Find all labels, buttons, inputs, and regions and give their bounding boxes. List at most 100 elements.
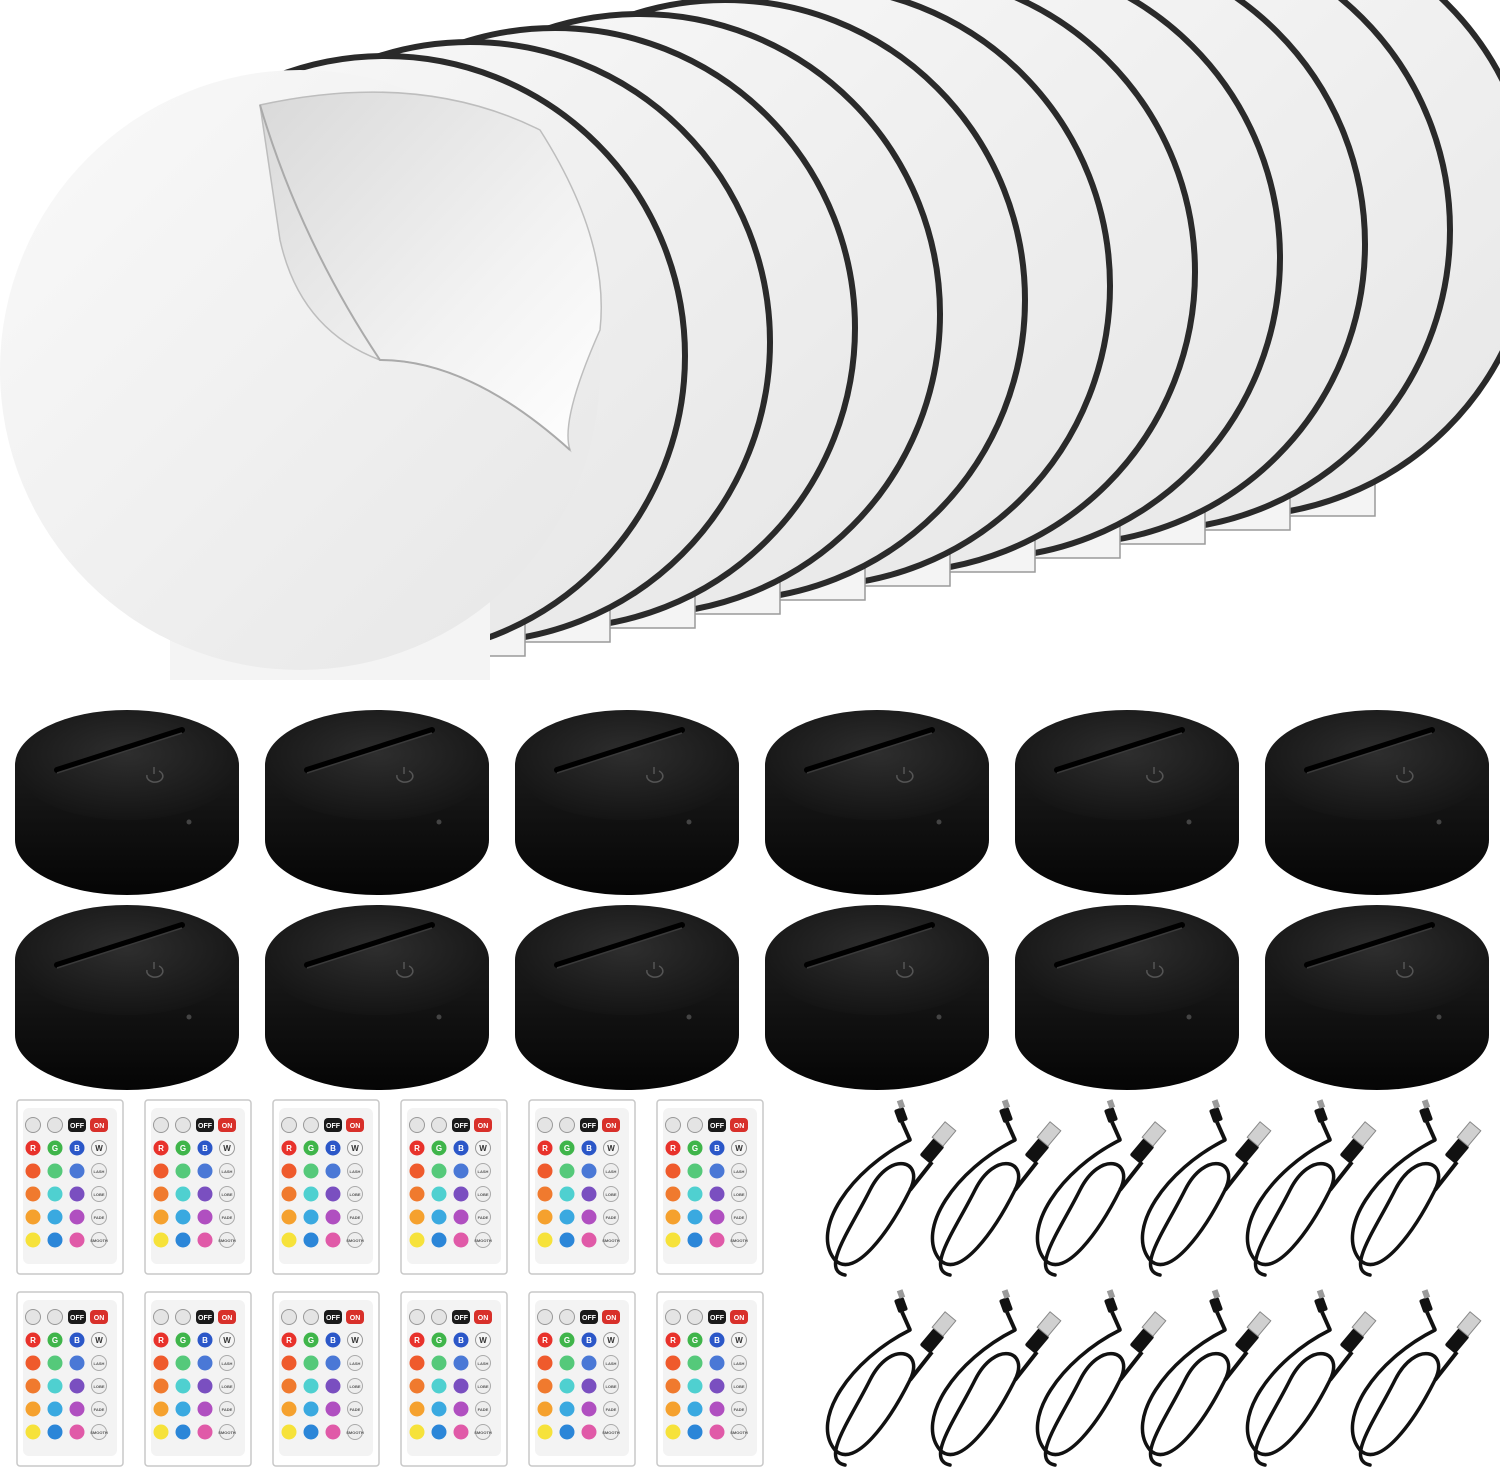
remote-side-label: LOBE: [477, 1192, 488, 1197]
acrylic-disc-peel-film: [259, 91, 602, 453]
remote-side-label: LOBE: [605, 1384, 616, 1389]
remote-w-label: W: [351, 1336, 359, 1345]
remote-g-label: G: [564, 1336, 570, 1345]
remote-side-label: LASH: [606, 1169, 617, 1174]
led-base: [265, 905, 489, 1090]
remote-side-label: LOBE: [221, 1192, 232, 1197]
remote-side-label: FADE: [222, 1215, 233, 1220]
power-icon: [1146, 962, 1164, 978]
remote-g-label: G: [52, 1336, 58, 1345]
remote-off-label: OFF: [582, 1123, 597, 1130]
remote-side-label: LASH: [222, 1361, 233, 1366]
remote-side-label: LASH: [94, 1361, 105, 1366]
power-icon: [146, 962, 164, 978]
remote-g-label: G: [308, 1144, 314, 1153]
remote-r-label: R: [542, 1336, 548, 1345]
led-base: [1265, 710, 1489, 895]
remote-side-label: LASH: [94, 1169, 105, 1174]
remote-r-label: R: [30, 1336, 36, 1345]
remote-on-label: ON: [350, 1123, 361, 1130]
remote-side-label: FADE: [478, 1407, 489, 1412]
usb-cable: [1035, 1099, 1167, 1277]
remote-side-label: LASH: [734, 1169, 745, 1174]
remote-on-label: ON: [478, 1123, 489, 1130]
power-icon: [646, 962, 664, 978]
remote-b-label: B: [74, 1144, 80, 1153]
remote-b-label: B: [586, 1336, 592, 1345]
remote-w-label: W: [351, 1144, 359, 1153]
usb-cable: [825, 1289, 957, 1467]
power-icon: [896, 767, 914, 783]
remote-side-label: SMOOTH: [218, 1430, 236, 1435]
usb-cable: [1350, 1099, 1482, 1277]
remote-side-label: SMOOTH: [346, 1238, 364, 1243]
remote-side-label: FADE: [350, 1215, 361, 1220]
remote-side-label: LASH: [734, 1361, 745, 1366]
led-base: [1015, 905, 1239, 1090]
led-base: [15, 905, 239, 1090]
remote-off-label: OFF: [198, 1123, 213, 1130]
remote-side-label: LASH: [222, 1169, 233, 1174]
remote-b-label: B: [74, 1336, 80, 1345]
remote-off-label: OFF: [70, 1315, 85, 1322]
remote-b-label: B: [714, 1144, 720, 1153]
remote-g-label: G: [436, 1336, 442, 1345]
remote-side-label: SMOOTH: [90, 1238, 108, 1243]
power-icon: [396, 962, 414, 978]
remote-side-label: LASH: [606, 1361, 617, 1366]
remote-b-label: B: [330, 1336, 336, 1345]
remote-r-label: R: [286, 1144, 292, 1153]
remote-side-label: LOBE: [605, 1192, 616, 1197]
remote-b-label: B: [458, 1336, 464, 1345]
remote-on-label: ON: [734, 1123, 745, 1130]
remote-side-label: SMOOTH: [474, 1238, 492, 1243]
remote-side-label: FADE: [94, 1407, 105, 1412]
remote-w-label: W: [735, 1144, 743, 1153]
remote-side-label: FADE: [478, 1215, 489, 1220]
remote-on-label: ON: [222, 1123, 233, 1130]
remote-w-label: W: [479, 1336, 487, 1345]
led-base: [1015, 710, 1239, 895]
power-icon: [1396, 767, 1414, 783]
remote-side-label: SMOOTH: [730, 1430, 748, 1435]
remote-side-label: FADE: [734, 1215, 745, 1220]
remote-r-label: R: [286, 1336, 292, 1345]
remote-b-label: B: [330, 1144, 336, 1153]
remote-g-label: G: [692, 1144, 698, 1153]
acrylic-disc-stack: [0, 0, 1500, 680]
remote-on-label: ON: [606, 1123, 617, 1130]
remote-w-label: W: [735, 1336, 743, 1345]
remote-on-label: ON: [94, 1123, 105, 1130]
remote-side-label: LASH: [350, 1361, 361, 1366]
remote-side-label: LASH: [478, 1169, 489, 1174]
remote-side-label: SMOOTH: [602, 1238, 620, 1243]
remote-side-label: SMOOTH: [90, 1430, 108, 1435]
remote-on-label: ON: [350, 1315, 361, 1322]
remote-side-label: FADE: [606, 1215, 617, 1220]
remote-off-label: OFF: [198, 1315, 213, 1322]
remote-side-label: LOBE: [349, 1384, 360, 1389]
usb-cable: [1245, 1289, 1377, 1467]
remote-off-label: OFF: [454, 1123, 469, 1130]
led-base: [265, 710, 489, 895]
remote-b-label: B: [458, 1144, 464, 1153]
remote-w-label: W: [95, 1336, 103, 1345]
remote-side-label: LOBE: [733, 1384, 744, 1389]
remote-side-label: LASH: [350, 1169, 361, 1174]
led-base: [765, 905, 989, 1090]
usb-cable: [1350, 1289, 1482, 1467]
remote-r-label: R: [30, 1144, 36, 1153]
led-base-grid: [15, 710, 1489, 1090]
remote-b-label: B: [714, 1336, 720, 1345]
remote-r-label: R: [670, 1336, 676, 1345]
remote-b-label: B: [586, 1144, 592, 1153]
